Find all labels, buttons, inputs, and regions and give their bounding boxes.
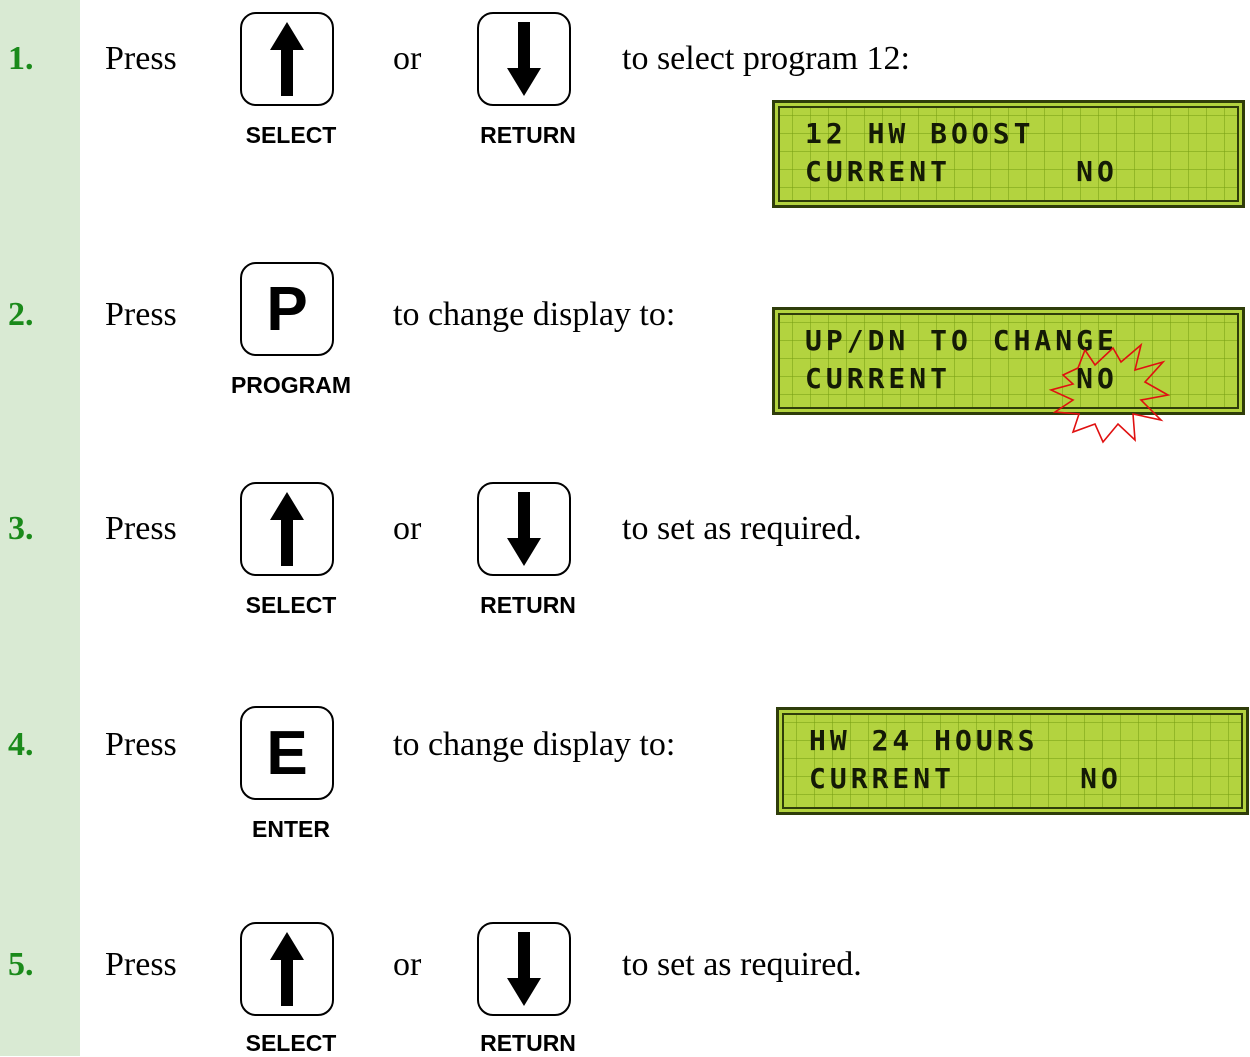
step-2-press-text: Press [105, 296, 177, 333]
step-1-press-text: Press [105, 40, 177, 77]
arrow-down-icon [507, 932, 541, 1006]
enter-key[interactable]: E [240, 706, 334, 800]
lcd-display-3-line-1: HW 24 HOURS [809, 724, 1039, 757]
step-1-number: 1. [8, 40, 34, 77]
return-key[interactable] [477, 12, 571, 106]
select-key[interactable] [240, 12, 334, 106]
select-key-label: SELECT [245, 1030, 337, 1056]
step-1-or-text: or [393, 40, 422, 77]
program-key[interactable]: P [240, 262, 334, 356]
step-5-desc: to set as required. [622, 946, 862, 983]
arrow-down-icon [507, 22, 541, 96]
step-4-desc: to change display to: [393, 726, 676, 763]
return-key-label: RETURN [480, 1030, 576, 1056]
enter-key-glyph: E [266, 718, 308, 788]
lcd-display-2-line-1: UP/DN TO CHANGE [805, 324, 1118, 357]
return-key[interactable] [477, 922, 571, 1016]
step-5-or-text: or [393, 946, 422, 983]
step-5-press-text: Press [105, 946, 177, 983]
select-key-label: SELECT [245, 122, 337, 148]
program-key-label: PROGRAM [230, 372, 352, 398]
arrow-down-icon [507, 492, 541, 566]
return-key-label: RETURN [480, 592, 576, 618]
lcd-display-3: HW 24 HOURS CURRENT NO [776, 707, 1249, 815]
arrow-up-icon [270, 22, 304, 96]
step-3-desc: to set as required. [622, 510, 862, 547]
return-key[interactable] [477, 482, 571, 576]
step-2-desc: to change display to: [393, 296, 676, 333]
step-4-press-text: Press [105, 726, 177, 763]
arrow-up-icon [270, 492, 304, 566]
lcd-display-1-line-2: CURRENT NO [805, 155, 1118, 188]
lcd-display-1: 12 HW BOOST CURRENT NO [772, 100, 1245, 208]
arrow-up-icon [270, 932, 304, 1006]
step-5-number: 5. [8, 946, 34, 983]
program-key-glyph: P [266, 274, 308, 344]
lcd-display-2-line-2: CURRENT NO [805, 362, 1118, 395]
lcd-display-3-line-2: CURRENT NO [809, 762, 1122, 795]
return-key-label: RETURN [480, 122, 576, 148]
step-3-press-text: Press [105, 510, 177, 547]
select-key[interactable] [240, 482, 334, 576]
step-3-or-text: or [393, 510, 422, 547]
flashing-value-burst-icon [1048, 342, 1171, 444]
step-3-number: 3. [8, 510, 34, 547]
select-key[interactable] [240, 922, 334, 1016]
step-2-number: 2. [8, 296, 34, 333]
step-1-desc: to select program 12: [622, 40, 910, 77]
enter-key-label: ENTER [252, 816, 330, 842]
sidebar-band [0, 0, 80, 1056]
lcd-display-2: UP/DN TO CHANGE CURRENT NO [772, 307, 1245, 444]
lcd-display-1-line-1: 12 HW BOOST [805, 117, 1035, 150]
step-4-number: 4. [8, 726, 34, 763]
select-key-label: SELECT [245, 592, 337, 618]
